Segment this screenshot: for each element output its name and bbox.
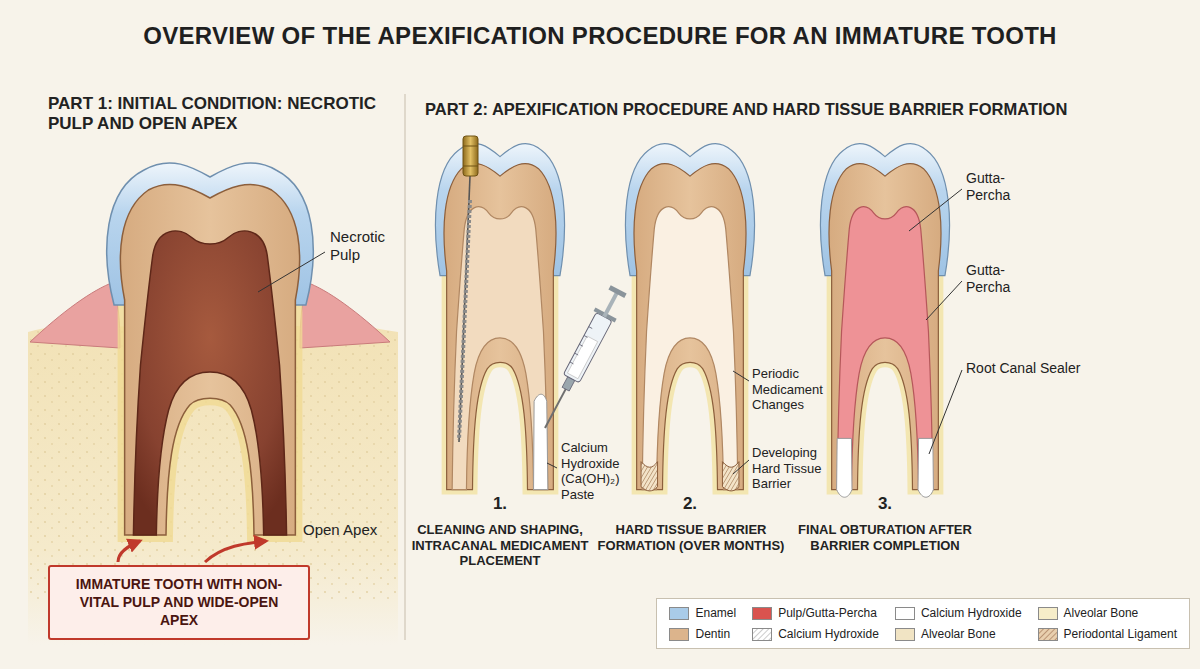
- legend-text: Enamel: [695, 606, 736, 620]
- leader-line: [929, 370, 962, 454]
- step-number: 2.: [660, 494, 720, 514]
- necrotic-pulp: [133, 231, 286, 535]
- tooth-step-3: [820, 144, 949, 498]
- gingiva: [30, 282, 120, 348]
- leader-line: [258, 252, 325, 292]
- leader-line: [547, 463, 557, 468]
- gingiva: [300, 282, 390, 348]
- legend-swatch: [669, 628, 689, 641]
- medicated-canal: [642, 207, 738, 490]
- panel-divider: [404, 94, 405, 640]
- part-label: Gutta-Percha: [966, 170, 1030, 204]
- panel-heading: PART 2: APEXIFICATION PROCEDURE AND HARD…: [425, 100, 1193, 120]
- step-caption: HARD TISSUE BARRIER FORMATION (OVER MONT…: [595, 522, 787, 553]
- handle-ring: [463, 146, 478, 147]
- syringe-plunger: [602, 292, 618, 318]
- syringe-needle: [545, 387, 567, 428]
- legend-text: Alveolar Bone: [921, 627, 996, 641]
- diagram-title: OVERVIEW OF THE APEXIFICATION PROCEDURE …: [0, 22, 1200, 50]
- leader-line: [909, 189, 962, 231]
- legend-swatch: [1038, 607, 1058, 620]
- part-label: Calcium Hydroxide (Ca(OH)₂) Paste: [561, 440, 639, 502]
- handle-ring: [463, 166, 478, 167]
- pointer-arrow: [118, 541, 140, 562]
- immature-tooth: [107, 163, 313, 535]
- legend-text: Calcium Hydroxide: [921, 606, 1022, 620]
- part-label: Developing Hard Tissue Barrier: [752, 445, 830, 492]
- dentin: [444, 164, 556, 490]
- syringe-ticks: [570, 327, 592, 364]
- swatch-pattern: [1038, 628, 1057, 640]
- legend-item: Alveolar Bone: [895, 627, 1022, 641]
- pointer-arrow: [205, 541, 266, 562]
- legend-item: Calcium Hydroxide: [752, 627, 879, 641]
- legend-item: Dentin: [669, 627, 736, 641]
- file-handle: [463, 136, 478, 176]
- tooth-step-2: [625, 144, 754, 491]
- syringe-paste: [567, 336, 597, 379]
- legend-box: EnamelPulp/Gutta-PerchaCalcium Hydroxide…: [656, 598, 1190, 649]
- leader-line: [926, 281, 962, 320]
- legend-text: Pulp/Gutta-Percha: [778, 606, 877, 620]
- legend-swatch: [752, 628, 772, 641]
- legend-swatch: [669, 607, 689, 620]
- legend-item: Periodontal Ligament: [1038, 627, 1177, 641]
- leader-line: [733, 460, 749, 474]
- part-label: Root Canal Sealer: [966, 360, 1116, 377]
- syringe-thumb: [608, 285, 626, 298]
- periodontal-ligament: [120, 185, 299, 535]
- part-label: Gutta-Percha: [966, 262, 1030, 296]
- step-number: 1.: [470, 494, 530, 514]
- legend-text: Alveolar Bone: [1064, 606, 1139, 620]
- periodontal-ligament: [444, 164, 556, 490]
- callout-text: IMMATURE TOOTH WITH NON-VITAL PULP AND W…: [60, 575, 298, 630]
- legend-item: Alveolar Bone: [1038, 606, 1177, 620]
- dentin: [634, 164, 746, 490]
- syringe: [534, 284, 629, 434]
- periodontal-ligament: [634, 164, 746, 490]
- legend-item: Pulp/Gutta-Percha: [752, 606, 879, 620]
- legend-text: Periodontal Ligament: [1064, 627, 1177, 641]
- step-caption: FINAL OBTURATION AFTER BARRIER COMPLETIO…: [775, 522, 995, 553]
- legend-item: Calcium Hydroxide: [895, 606, 1022, 620]
- part-label: Periodic Medicament Changes: [752, 366, 830, 413]
- legend-swatch: [752, 607, 772, 620]
- step-number: 3.: [855, 494, 915, 514]
- legend-swatch: [895, 607, 915, 620]
- file-shaft: [459, 176, 470, 442]
- calcium-hydroxide-paste: [534, 394, 548, 489]
- part-label: Open Apex: [303, 521, 401, 539]
- dentin: [120, 185, 299, 535]
- tooth-step-1: [435, 144, 564, 490]
- file-flutes: [459, 200, 470, 440]
- legend-text: Calcium Hydroxide: [778, 627, 879, 641]
- swatch-pattern: [753, 628, 772, 640]
- syringe-barrel: [563, 313, 612, 383]
- hard-tissue-barrier: [722, 462, 739, 491]
- legend-swatch: [895, 628, 915, 641]
- part-label: Necrotic Pulp: [330, 228, 402, 264]
- apical-sealer: [918, 438, 933, 497]
- legend-item: Enamel: [669, 606, 736, 620]
- endodontic-file: [459, 136, 478, 442]
- apical-sealer: [837, 438, 852, 497]
- legend-swatch: [1038, 628, 1058, 641]
- callout-box: IMMATURE TOOTH WITH NON-VITAL PULP AND W…: [48, 565, 310, 640]
- hard-tissue-barrier: [641, 462, 658, 491]
- leader-line: [733, 371, 749, 381]
- panel-heading: PART 1: INITIAL CONDITION: NECROTIC PULP…: [48, 94, 393, 135]
- legend-text: Dentin: [695, 627, 730, 641]
- step-caption: CLEANING AND SHAPING, INTRACANAL MEDICAM…: [398, 522, 602, 569]
